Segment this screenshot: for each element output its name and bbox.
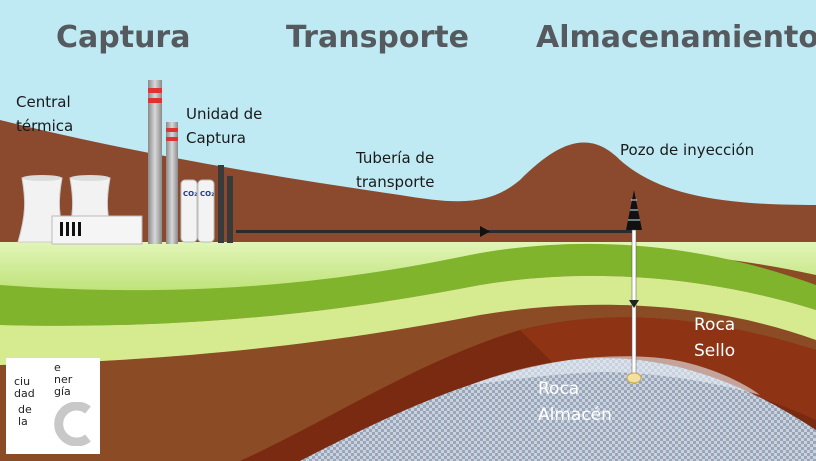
short-chimney: [166, 122, 178, 244]
storage-rock: [300, 358, 816, 461]
heading-storage: Almacenamiento: [536, 20, 816, 55]
green-layer-light: [0, 275, 816, 365]
co2-tank-label-left: CO₂: [183, 190, 198, 198]
injection-point: [626, 372, 642, 384]
injection-well-tower: [626, 190, 642, 230]
ciudad-de-la-energia-logo: ciu dad de la e ner gía: [6, 358, 100, 454]
label-capture-unit: Unidad de Captura: [186, 105, 263, 147]
heading-capture: Captura: [56, 20, 191, 55]
label-power-plant: Central térmica: [16, 93, 74, 135]
capture-stack-1: [218, 165, 224, 243]
heading-transport: Transporte: [286, 20, 469, 55]
pipeline-arrow: [480, 226, 490, 237]
tall-chimney: [148, 80, 162, 244]
storage-rock-top-shade: [470, 356, 760, 395]
co2-tank-left: [180, 179, 198, 243]
pipeline: [236, 230, 634, 233]
co2-tank-label-right: CO₂: [200, 190, 215, 198]
logo-text-energia: e ner gía: [54, 361, 73, 398]
plant-building: [51, 215, 143, 245]
logo-c-mark: [54, 402, 91, 446]
green-layer-dark: [0, 243, 816, 326]
label-storage-rock: Roca Almacén: [538, 379, 612, 425]
logo-text-ciudad: ciu dad: [14, 375, 35, 400]
label-injection-well: Pozo de inyección: [620, 141, 755, 159]
label-seal-rock: Roca Sello: [694, 315, 736, 361]
logo-text-de-la: de la: [18, 403, 32, 428]
capture-stack-2: [227, 176, 233, 243]
co2-tank-right: [197, 179, 215, 243]
label-pipeline: Tubería de transporte: [356, 149, 435, 191]
